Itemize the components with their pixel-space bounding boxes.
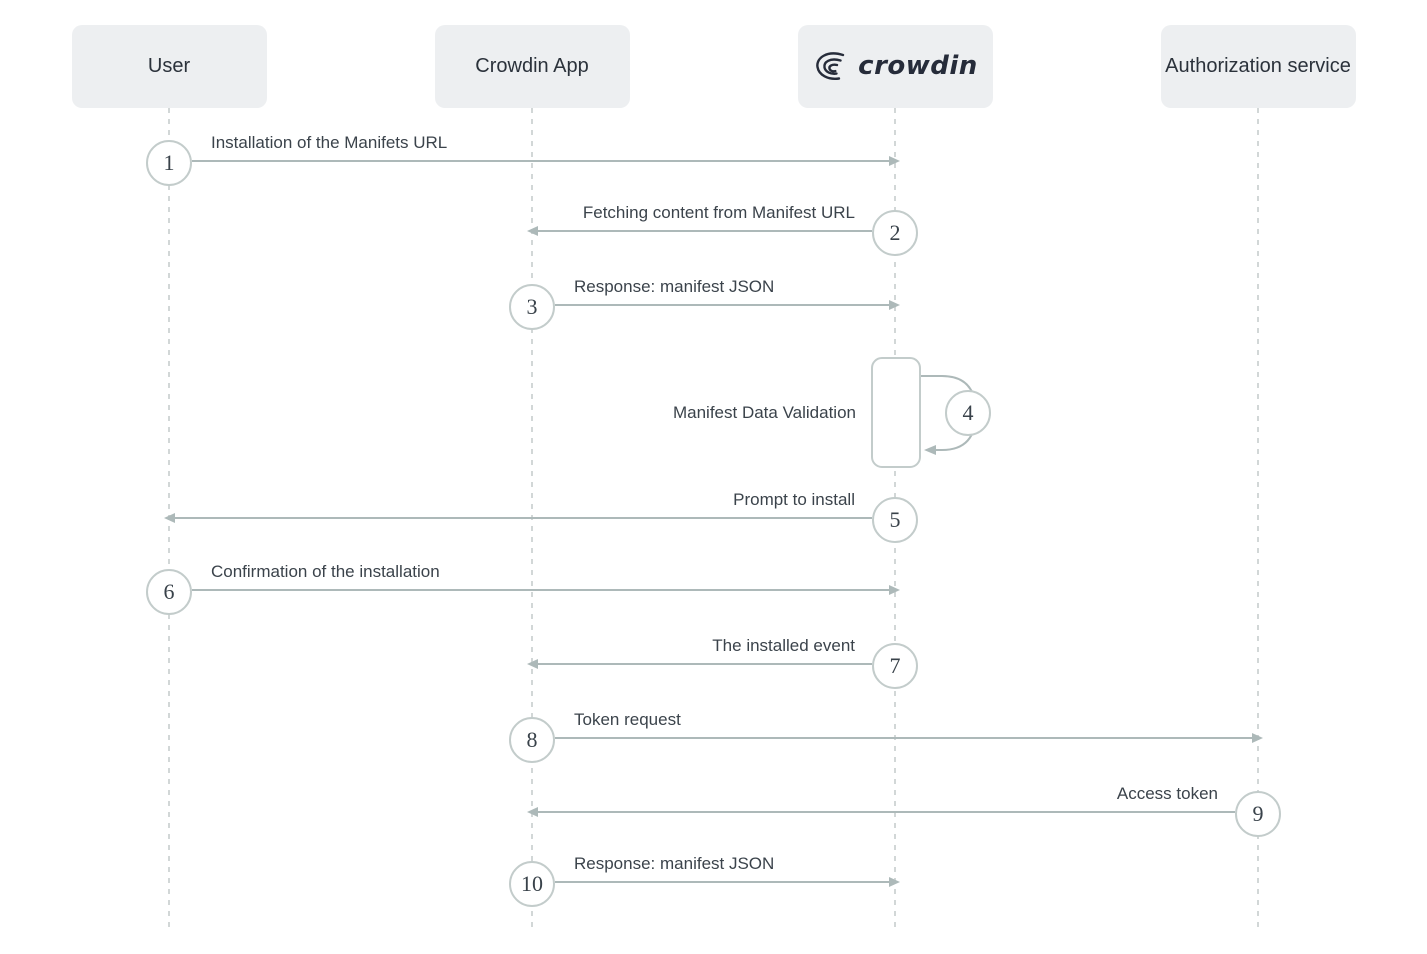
activation-box <box>871 357 921 468</box>
actor-auth: Authorization service <box>1160 25 1356 108</box>
message-arrow <box>173 517 872 519</box>
message-arrow <box>536 230 872 232</box>
message-label: The installed event <box>712 636 855 655</box>
step-number: 9 <box>1235 791 1281 837</box>
step-number-text: 9 <box>1252 801 1264 826</box>
step-number-text: 5 <box>889 507 901 532</box>
actor-crowdin-app: Crowdin App <box>434 25 630 108</box>
message-label: Manifest Data Validation <box>672 403 856 422</box>
message-arrow <box>536 663 872 665</box>
lifeline-auth <box>1257 108 1259 930</box>
actor-user: User <box>71 25 267 108</box>
step-number: 2 <box>872 210 918 256</box>
step-number-text: 2 <box>889 220 901 245</box>
message-label: Token request <box>574 710 681 729</box>
message-label: Prompt to install <box>733 490 855 509</box>
arrowhead-left-icon <box>527 807 538 817</box>
step-number: 7 <box>872 643 918 689</box>
step-number-text: 1 <box>163 150 175 175</box>
step-number: 8 <box>509 717 555 763</box>
actor-label: Crowdin App <box>475 55 589 77</box>
message-label: Confirmation of the installation <box>211 562 440 581</box>
message-label: Fetching content from Manifest URL <box>582 203 855 222</box>
step-number-text: 8 <box>526 727 538 752</box>
message-label: Installation of the Manifets URL <box>211 133 448 152</box>
arrowhead-left-icon <box>164 513 175 523</box>
arrowhead-right-icon <box>889 877 900 887</box>
arrowhead-right-icon <box>889 156 900 166</box>
step-number-text: 3 <box>526 294 538 319</box>
step-number: 4 <box>945 390 991 436</box>
message-arrow <box>555 881 891 883</box>
crowdin-wordmark: crowdin <box>858 51 978 82</box>
message-arrow <box>555 737 1254 739</box>
message-arrow <box>555 304 891 306</box>
message-arrow <box>192 160 891 162</box>
step-number-text: 6 <box>163 579 175 604</box>
message-arrow <box>536 811 1235 813</box>
arrowhead-left-icon <box>527 226 538 236</box>
self-loop-arrowhead <box>924 445 936 455</box>
message-label: Access token <box>1116 784 1218 803</box>
step-number-text: 4 <box>962 400 974 425</box>
actor-label: Authorization service <box>1165 55 1351 77</box>
step-number-text: 10 <box>521 871 543 896</box>
crowdin-swoosh-icon <box>816 51 845 80</box>
step-number: 10 <box>509 861 555 907</box>
step-number: 3 <box>509 284 555 330</box>
arrowhead-left-icon <box>527 659 538 669</box>
actor-label: User <box>147 55 191 77</box>
arrowhead-right-icon <box>889 300 900 310</box>
arrowhead-right-icon <box>1252 733 1263 743</box>
message-label: Response: manifest JSON <box>574 854 775 873</box>
step-number-text: 7 <box>889 653 901 678</box>
step-number: 1 <box>146 140 192 186</box>
lifeline-crowdin-app <box>531 108 533 930</box>
actor-crowdin: crowdin <box>797 25 993 108</box>
crowdin-logo: crowdin <box>812 49 978 85</box>
arrowhead-right-icon <box>889 585 900 595</box>
step-number: 5 <box>872 497 918 543</box>
message-label: Response: manifest JSON <box>574 277 775 296</box>
step-number: 6 <box>146 569 192 615</box>
message-arrow <box>192 589 891 591</box>
